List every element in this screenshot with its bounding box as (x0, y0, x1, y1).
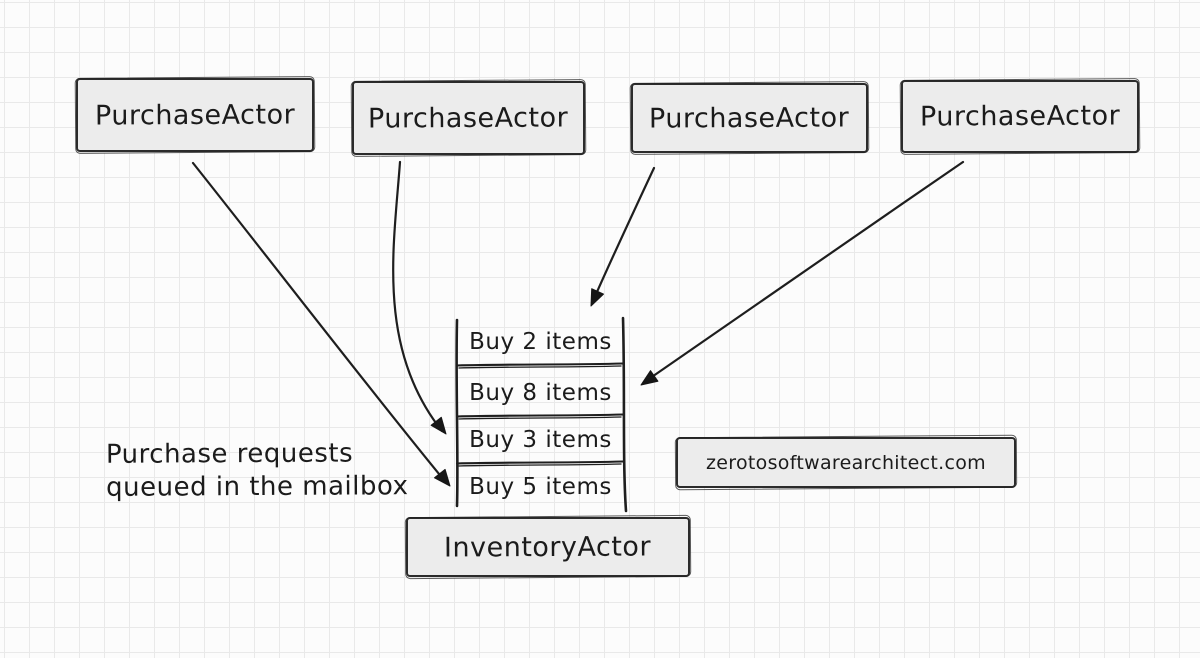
inventory-actor-box: InventoryActor (406, 517, 690, 577)
purchase-actor-box-2: PurchaseActor (352, 81, 585, 155)
mailbox-right-rail (621, 316, 628, 513)
mailbox-caption: Purchase requests queued in the mailbox (106, 437, 409, 505)
mailbox-separator-2b (458, 416, 622, 420)
mailbox-left-rail (455, 318, 459, 508)
purchase-actor-box-1: PurchaseActor (76, 78, 314, 152)
mailbox-separator-3 (455, 460, 625, 465)
purchase-actor-label-2: PurchaseActor (368, 101, 569, 135)
arrow-actor3-to-mailbox (590, 166, 656, 307)
mailbox-caption-line1: Purchase requests (105, 438, 354, 470)
mailbox-item-1: Buy 2 items (469, 329, 612, 355)
purchase-actor-label-1: PurchaseActor (94, 98, 296, 132)
mailbox-item-2: Buy 8 items (469, 380, 612, 406)
arrow-actor4-to-mailbox (640, 160, 965, 386)
mailbox-separator-1b (458, 365, 622, 369)
watermark-box: zerotosoftwarearchitect.com (676, 437, 1016, 488)
watermark-label: zerotosoftwarearchitect.com (706, 451, 986, 474)
mailbox-separator-1 (455, 362, 625, 367)
purchase-actor-label-3: PurchaseActor (649, 101, 850, 135)
mailbox-separator-2 (455, 413, 625, 418)
mailbox-queue-frame (455, 316, 628, 513)
purchase-actor-label-4: PurchaseActor (919, 100, 1121, 133)
mailbox-item-4: Buy 5 items (469, 474, 612, 500)
arrow-actor1-to-mailbox (191, 161, 451, 487)
purchase-actor-box-3: PurchaseActor (631, 83, 868, 153)
mailbox-caption-line2: queued in the mailbox (106, 471, 409, 503)
arrow-actor2-to-mailbox (392, 160, 447, 435)
purchase-actor-box-4: PurchaseActor (901, 80, 1139, 153)
inventory-actor-label: InventoryActor (444, 530, 652, 564)
mailbox-item-3: Buy 3 items (469, 427, 612, 453)
mailbox-separator-3b (458, 463, 622, 467)
